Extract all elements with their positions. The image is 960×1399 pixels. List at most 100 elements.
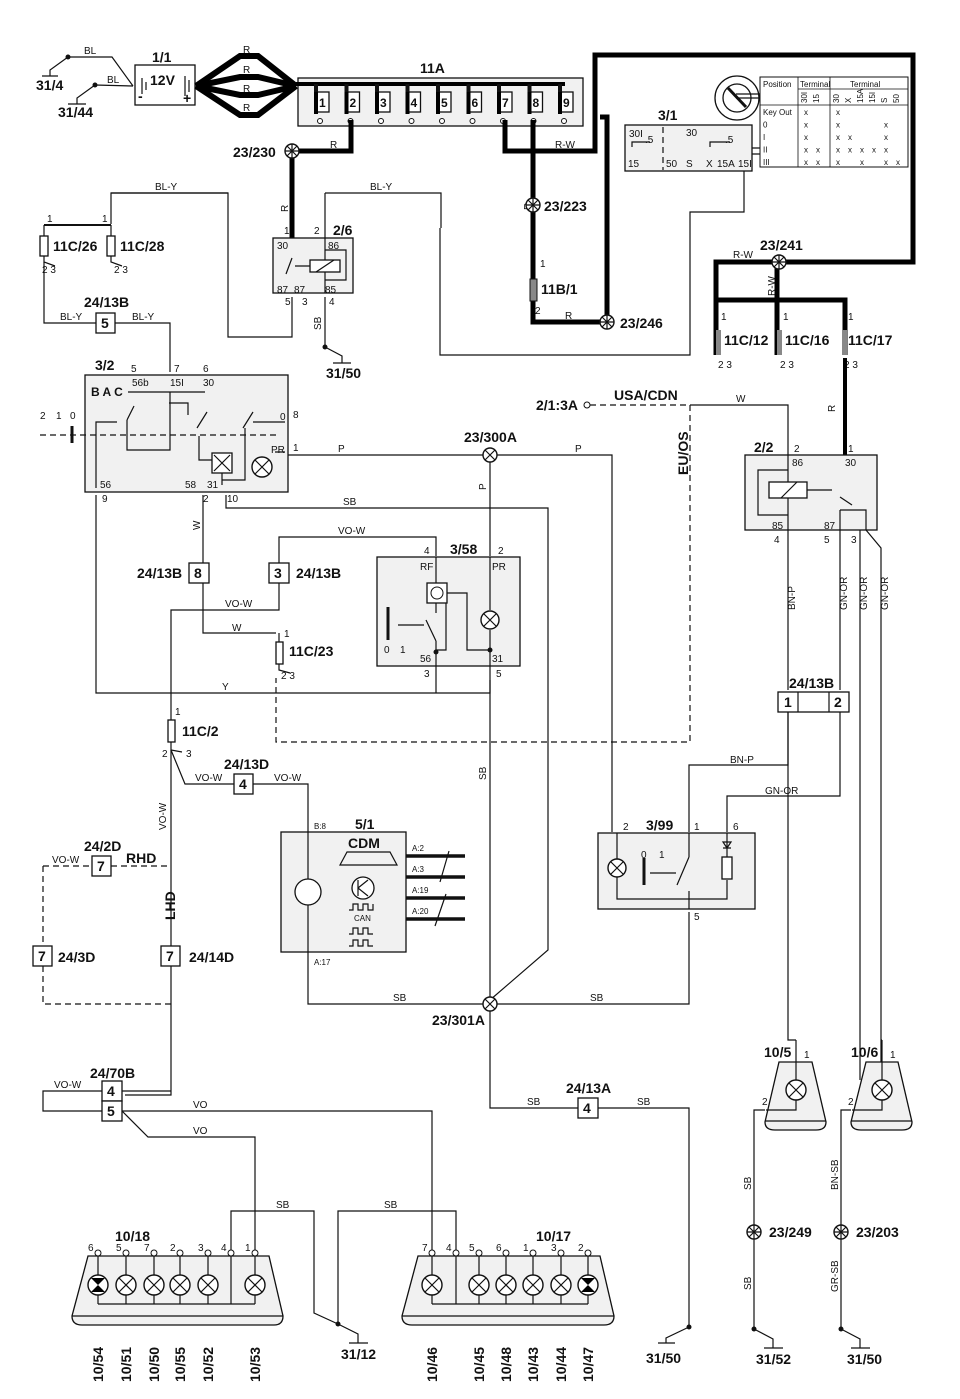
- splice-23-300a: 23/300A: [464, 429, 517, 463]
- fuse-11c-17: 11C/17 1 2 3: [842, 312, 893, 371]
- svg-text:USA/CDN: USA/CDN: [614, 387, 678, 403]
- svg-text:15: 15: [812, 94, 821, 103]
- svg-text:x: x: [884, 158, 888, 167]
- svg-text:3/99: 3/99: [646, 817, 673, 833]
- svg-text:24/13A: 24/13A: [566, 1080, 611, 1096]
- svg-text:2: 2: [498, 546, 504, 557]
- ground-31-4: 31/4: [36, 54, 71, 93]
- svg-text:4: 4: [424, 546, 430, 557]
- ignition-row-4: III: [763, 158, 770, 167]
- svg-text:x: x: [848, 146, 852, 155]
- svg-text:3/2: 3/2: [95, 357, 115, 373]
- svg-text:Terminal: Terminal: [800, 80, 830, 89]
- ignition-row-3: II: [763, 146, 767, 155]
- pin: [502, 1249, 510, 1257]
- ground-31-52: 31/52: [751, 1326, 791, 1367]
- svg-text:R: R: [243, 103, 250, 114]
- svg-text:1: 1: [56, 411, 62, 422]
- svg-text:VO-W: VO-W: [274, 773, 302, 784]
- svg-text:BN-SB: BN-SB: [830, 1159, 841, 1190]
- fuse-11c-16: 11C/16 1 2 3: [777, 312, 830, 371]
- fuse-11a-9: 9: [558, 84, 574, 124]
- svg-text:3: 3: [551, 1243, 557, 1254]
- svg-text:GN-OR: GN-OR: [859, 577, 870, 610]
- svg-text:1: 1: [890, 1050, 896, 1061]
- svg-text:x: x: [836, 158, 840, 167]
- bulb-label: 10/45: [471, 1347, 487, 1382]
- svg-text:10/6: 10/6: [851, 1044, 878, 1060]
- svg-text:11A: 11A: [420, 60, 445, 76]
- svg-text:BL: BL: [107, 75, 120, 86]
- svg-text:x: x: [848, 133, 852, 142]
- svg-text:CDM: CDM: [348, 835, 380, 851]
- svg-text:PR: PR: [492, 562, 506, 573]
- svg-text:23/300A: 23/300A: [464, 429, 517, 445]
- svg-text:3: 3: [302, 297, 308, 308]
- svg-text:B:8: B:8: [314, 822, 327, 831]
- svg-text:23/241: 23/241: [760, 237, 803, 253]
- splice-23-203: 23/203: [833, 1224, 899, 1240]
- svg-text:x: x: [804, 133, 808, 142]
- svg-text:LHD: LHD: [162, 891, 178, 920]
- svg-text:2: 2: [834, 694, 842, 710]
- svg-text:1: 1: [783, 312, 789, 323]
- fuse-11c-23: 1 2 3 11C/23: [275, 629, 334, 682]
- svg-text:7: 7: [422, 1243, 428, 1254]
- svg-text:31/44: 31/44: [58, 104, 93, 120]
- svg-text:0: 0: [384, 645, 390, 656]
- svg-text:11C/12: 11C/12: [724, 332, 769, 348]
- svg-text:VO-W: VO-W: [225, 599, 253, 610]
- svg-text:P: P: [338, 444, 345, 455]
- svg-text:VO-W: VO-W: [338, 526, 366, 537]
- svg-text:23/301A: 23/301A: [432, 1012, 485, 1028]
- fuse-11a-4: 4: [405, 84, 422, 124]
- svg-text:11C/26: 11C/26: [53, 238, 98, 254]
- bulb-label: 10/50: [146, 1347, 162, 1382]
- svg-text:6: 6: [203, 364, 209, 375]
- fuse-11a-1: 1: [314, 84, 330, 124]
- svg-text:GN-OR: GN-OR: [765, 786, 798, 797]
- svg-text:.5: .5: [725, 135, 734, 146]
- svg-text:x: x: [884, 121, 888, 130]
- svg-text:1: 1: [694, 822, 700, 833]
- svg-text:BL-Y: BL-Y: [155, 182, 178, 193]
- ground-31-44: 31/44: [58, 82, 98, 120]
- svg-text:86: 86: [792, 458, 804, 469]
- pin: [428, 1249, 436, 1257]
- svg-text:24/70B: 24/70B: [90, 1065, 135, 1081]
- svg-text:1: 1: [804, 1050, 810, 1061]
- bulb-label: 10/54: [90, 1347, 106, 1382]
- svg-text:2: 2: [162, 749, 168, 760]
- svg-text:15I: 15I: [170, 378, 184, 389]
- svg-text:11C/17: 11C/17: [848, 332, 893, 348]
- svg-text:x: x: [860, 146, 864, 155]
- bulb-label: 10/44: [553, 1347, 569, 1382]
- fuse-11a-5: 5: [436, 84, 452, 124]
- svg-text:A:19: A:19: [412, 886, 429, 895]
- svg-text:SB: SB: [527, 1097, 541, 1108]
- svg-text:x: x: [804, 121, 808, 130]
- connector-24-70b: 4 5 24/70B: [90, 1065, 135, 1122]
- svg-text:R: R: [243, 45, 250, 56]
- connector-24-13b-pin8: 8 24/13B: [137, 562, 210, 584]
- svg-text:58: 58: [185, 480, 197, 491]
- svg-text:SB: SB: [478, 766, 489, 780]
- fuse-11c-28: 1 2 3 11C/28: [102, 214, 165, 276]
- svg-text:5: 5: [496, 669, 502, 680]
- svg-text:x: x: [816, 146, 820, 155]
- svg-text:10/17: 10/17: [536, 1228, 571, 1244]
- svg-text:SB: SB: [590, 993, 604, 1004]
- svg-text:1: 1: [848, 444, 854, 455]
- svg-text:BL-Y: BL-Y: [132, 312, 155, 323]
- svg-text:10: 10: [227, 494, 239, 505]
- svg-text:VO-W: VO-W: [54, 1080, 82, 1091]
- svg-text:P: P: [478, 483, 489, 490]
- svg-text:SB: SB: [276, 1200, 290, 1211]
- svg-text:1: 1: [47, 214, 53, 225]
- svg-text:4: 4: [411, 96, 418, 110]
- svg-text:6: 6: [88, 1243, 94, 1254]
- svg-text:24/13B: 24/13B: [137, 565, 182, 581]
- svg-text:15A: 15A: [856, 88, 865, 103]
- svg-text:x: x: [884, 133, 888, 142]
